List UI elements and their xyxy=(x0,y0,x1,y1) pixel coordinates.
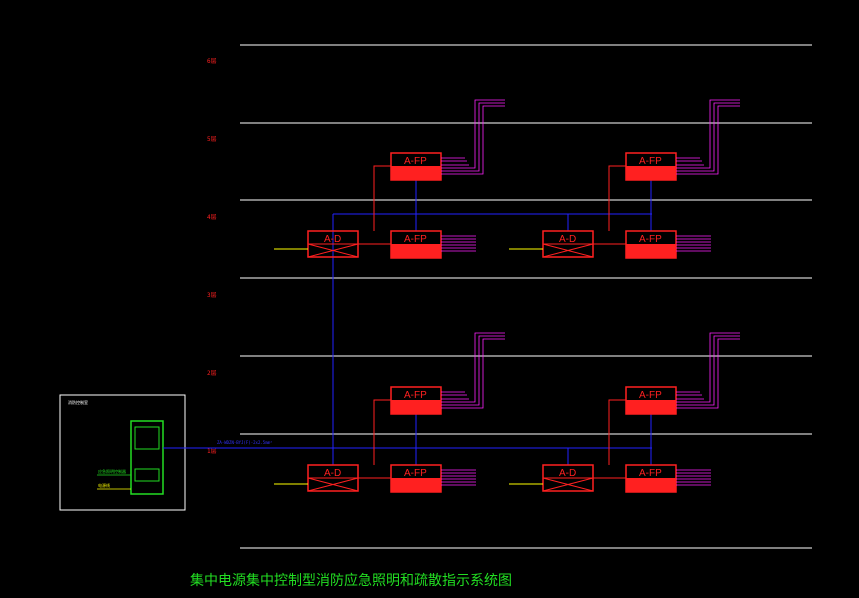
controller-cabinet xyxy=(130,420,164,495)
fire-panel-upper-left-bottom: A-FP xyxy=(390,230,442,259)
distribution-box-lower-left: A-D xyxy=(307,464,359,492)
control-bus xyxy=(186,180,652,465)
svg-text:A-FP: A-FP xyxy=(639,156,662,167)
floor-lines xyxy=(240,44,812,549)
svg-text:A-D: A-D xyxy=(559,234,576,245)
svg-text:A-FP: A-FP xyxy=(639,468,662,479)
fire-panel-upper-right-top: A-FP xyxy=(625,152,677,181)
floor-label-6: 6层 xyxy=(207,58,217,65)
distribution-box-lower-right: A-D xyxy=(542,464,594,492)
fire-panel-lower-right-bottom: A-FP xyxy=(625,464,677,493)
control-room-title: 消防控制室 xyxy=(68,399,88,405)
distribution-box-upper-right: A-D xyxy=(542,230,594,258)
diagram-title: 集中电源集中控制型消防应急照明和疏散指示系统图 xyxy=(190,572,512,589)
control-room: 消防控制室 应急照明控制器 电源线 xyxy=(59,394,186,511)
red-feeders xyxy=(358,165,626,479)
fire-panel-lower-right-top: A-FP xyxy=(625,386,677,415)
fire-panel-upper-right-bottom: A-FP xyxy=(625,230,677,259)
floor-label-3: 3层 xyxy=(207,292,217,299)
floor-label-2: 2层 xyxy=(207,370,217,377)
lighting-circuits xyxy=(441,99,740,486)
svg-text:A-FP: A-FP xyxy=(404,156,427,167)
svg-text:A-D: A-D xyxy=(324,468,341,479)
fire-panel-upper-left-top: A-FP xyxy=(390,152,442,181)
fire-panels: A-FP A-FP A-FP A-FP A-FP A-FP xyxy=(390,152,677,493)
svg-text:A-FP: A-FP xyxy=(639,234,662,245)
power-feeds xyxy=(274,248,543,485)
floor-label-4: 4层 xyxy=(207,214,217,221)
distribution-boxes: A-D A-D A-D A-D xyxy=(307,230,594,492)
svg-text:A-D: A-D xyxy=(559,468,576,479)
svg-text:A-FP: A-FP xyxy=(404,390,427,401)
fire-panel-lower-left-top: A-FP xyxy=(390,386,442,415)
cabinet-item-controller: 应急照明控制器 xyxy=(98,468,126,474)
svg-text:A-D: A-D xyxy=(324,234,341,245)
fire-panel-lower-left-bottom: A-FP xyxy=(390,464,442,493)
trunk-label: ZA-WDZN-BYJ(F)-2x2.5mm² xyxy=(217,440,272,445)
svg-text:A-FP: A-FP xyxy=(404,234,427,245)
svg-text:A-FP: A-FP xyxy=(404,468,427,479)
floor-labels: 6层 5层 4层 3层 2层 1层 xyxy=(207,58,217,455)
floor-label-5: 5层 xyxy=(207,136,217,143)
floor-label-1: 1层 xyxy=(207,448,217,455)
cabinet-item-power: 电源线 xyxy=(98,482,110,488)
svg-text:A-FP: A-FP xyxy=(639,390,662,401)
